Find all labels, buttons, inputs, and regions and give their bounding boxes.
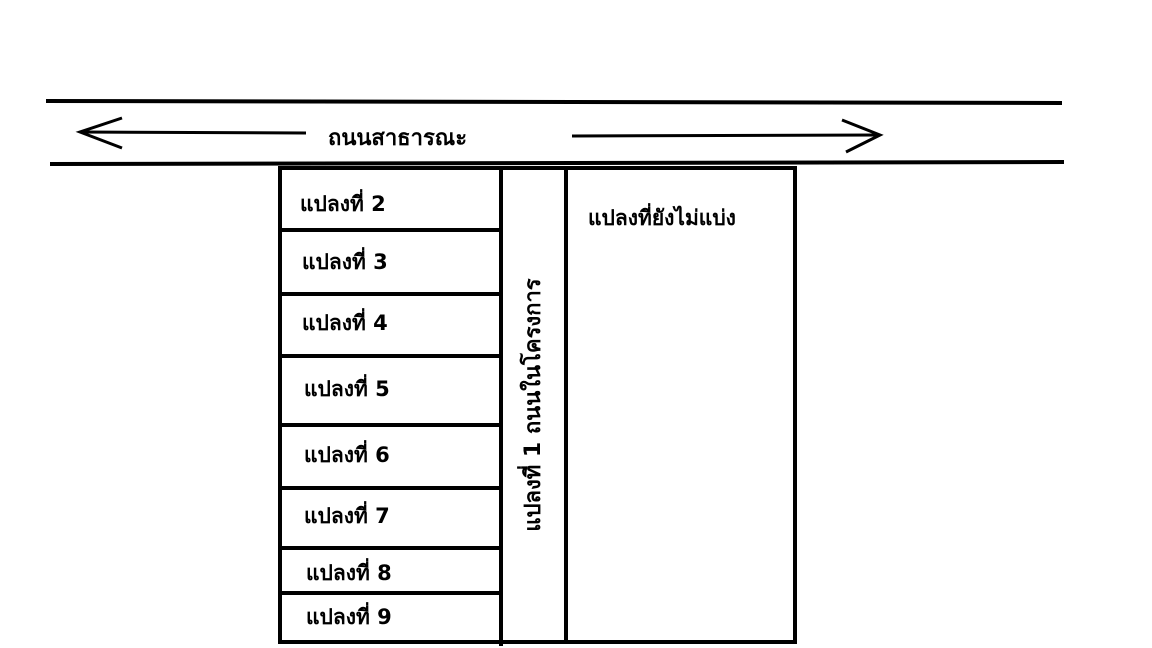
plot-label-4: แปลงที่ 4 <box>302 311 388 335</box>
project-boundary <box>278 166 797 644</box>
arrow-left-icon <box>75 116 307 150</box>
public-road-label: ถนนสาธารณะ <box>328 126 468 151</box>
arrow-right-icon <box>571 118 884 154</box>
road-top-edge <box>45 99 1063 105</box>
plot-label-8: แปลงที่ 8 <box>306 561 392 585</box>
plot-label-6: แปลงที่ 6 <box>304 443 390 467</box>
internal-road-label: แปลงที่ 1 ถนนในโครงการ <box>521 278 546 532</box>
plot-label-3: แปลงที่ 3 <box>302 250 388 274</box>
internal-road-strip: แปลงที่ 1 ถนนในโครงการ <box>503 168 565 642</box>
undivided-plot-label: แปลงที่ยังไม่แบ่ง <box>588 206 736 230</box>
plot-label-2: แปลงที่ 2 <box>300 192 386 216</box>
plot-label-9: แปลงที่ 9 <box>306 605 392 629</box>
plot-label-7: แปลงที่ 7 <box>304 504 390 528</box>
plot-label-5: แปลงที่ 5 <box>304 377 390 401</box>
road-bottom-edge <box>49 160 1065 166</box>
